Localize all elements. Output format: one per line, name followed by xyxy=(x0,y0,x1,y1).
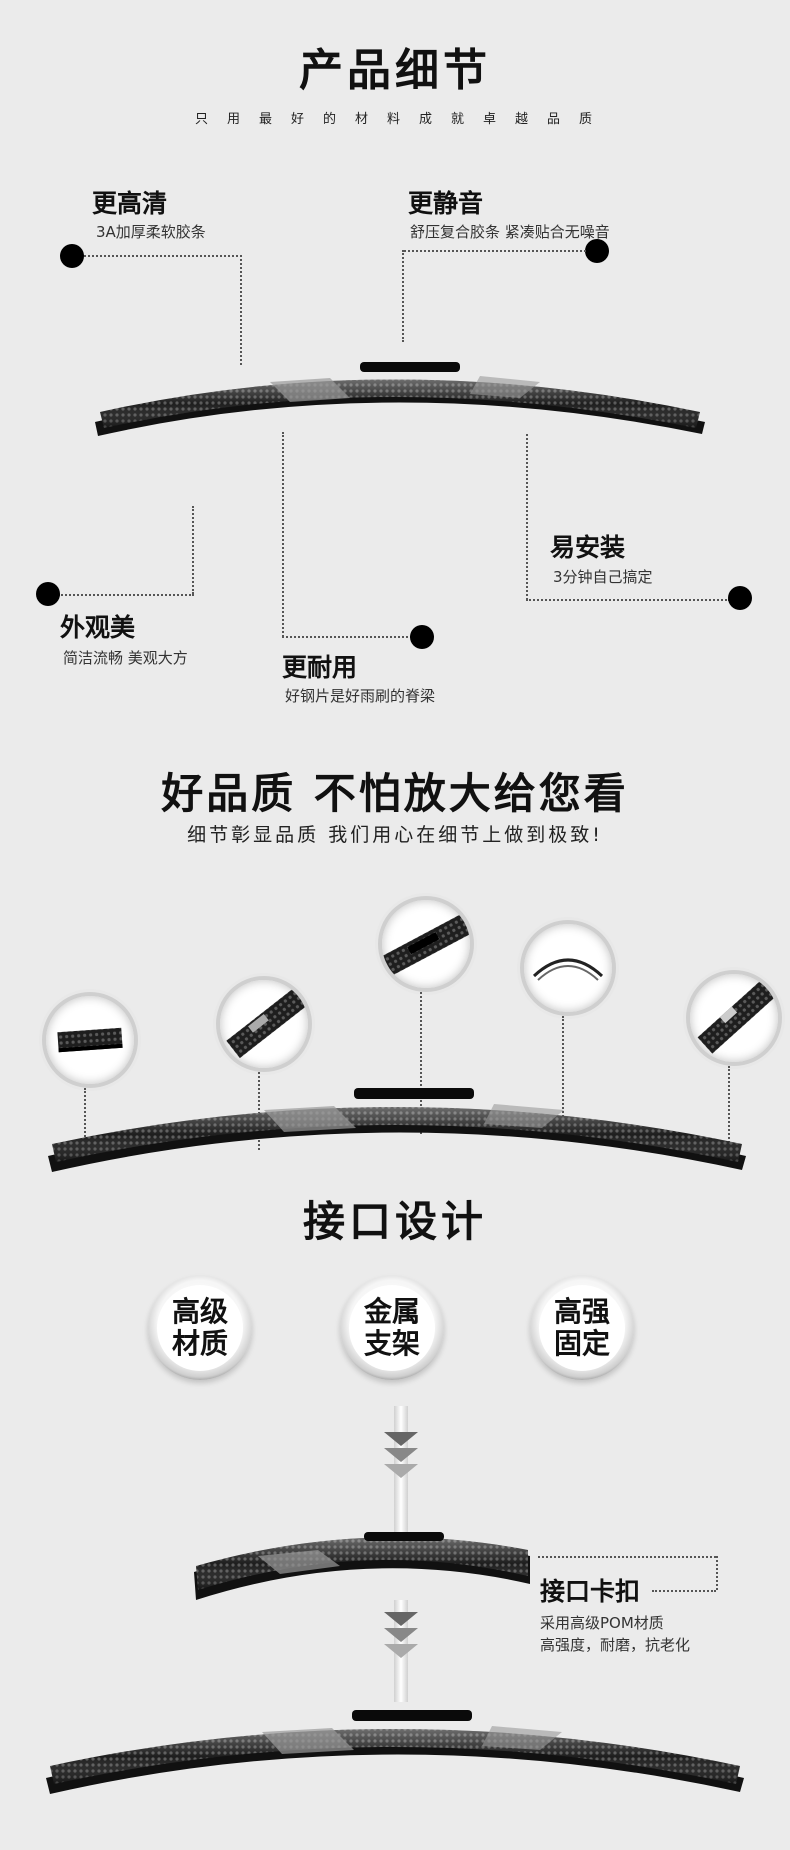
leader-line xyxy=(258,1072,260,1150)
feature-looks-desc: 简洁流畅 美观大方 xyxy=(63,649,188,667)
leader-line xyxy=(192,506,194,594)
zoom-circle-blade-tip xyxy=(686,970,782,1066)
bullet-dot-icon xyxy=(728,586,752,610)
leader-line xyxy=(526,434,528,600)
leader-line xyxy=(538,1556,716,1558)
section3-title: 接口设计 xyxy=(302,1197,487,1246)
callout-desc-1: 采用高级POM材质 xyxy=(540,1614,664,1632)
leader-line xyxy=(240,255,242,365)
section1-title: 产品细节 xyxy=(299,45,491,96)
bullet-dot-icon xyxy=(585,239,609,263)
badge-line: 固定 xyxy=(553,1327,610,1360)
bullet-dot-icon xyxy=(410,625,434,649)
leader-line xyxy=(84,255,242,257)
feature-install-desc: 3分钟自己搞定 xyxy=(553,568,653,586)
section1-subtitle: 只用最好的材料成就卓越品质 xyxy=(195,112,612,127)
leader-line xyxy=(402,250,404,342)
callout-desc-2: 高强度，耐磨，抗老化 xyxy=(540,1636,691,1654)
wiper-blade-image xyxy=(48,1088,746,1172)
badge-line: 高级 xyxy=(171,1295,228,1328)
leader-line xyxy=(652,1590,716,1592)
leader-line xyxy=(404,250,586,252)
feature-quiet-desc: 舒压复合胶条 紧凑贴合无噪音 xyxy=(410,223,610,241)
leader-line xyxy=(84,1088,86,1144)
zoom-circle-connector xyxy=(378,896,474,992)
leader-line xyxy=(562,1016,564,1140)
badge-line: 金属 xyxy=(363,1295,420,1328)
zoom-circle-steel-strip xyxy=(520,920,616,1016)
badge-metal-bracket: 金属支架 xyxy=(340,1276,444,1380)
badge-strong-fix: 高强固定 xyxy=(530,1276,634,1380)
bullet-dot-icon xyxy=(60,244,84,268)
badge-material: 高级材质 xyxy=(148,1276,252,1380)
leader-line xyxy=(282,432,284,637)
section2-title: 好品质 不怕放大给您看 xyxy=(161,769,629,818)
zoom-circle-spoiler xyxy=(216,976,312,1072)
badge-line: 支架 xyxy=(363,1327,420,1360)
wiper-blade-image xyxy=(46,1710,744,1794)
wiper-blade-connector-image xyxy=(194,1532,530,1600)
down-arrow-icon xyxy=(384,1612,418,1658)
leader-line xyxy=(58,594,194,596)
feature-looks-title: 外观美 xyxy=(60,613,136,642)
wiper-blade-image xyxy=(95,362,705,436)
leader-line xyxy=(526,599,730,601)
callout-title: 接口卡扣 xyxy=(540,1577,641,1606)
feature-quiet-title: 更静音 xyxy=(408,189,484,218)
section2-subtitle: 细节彰显品质 我们用心在细节上做到极致! xyxy=(187,824,603,846)
leader-line xyxy=(728,1066,730,1154)
feature-durable-desc: 好钢片是好雨刷的脊梁 xyxy=(285,687,436,705)
badge-line: 高强 xyxy=(553,1295,610,1328)
leader-line xyxy=(420,992,422,1134)
leader-line xyxy=(282,636,412,638)
down-arrow-icon xyxy=(384,1432,418,1478)
bullet-dot-icon xyxy=(36,582,60,606)
feature-clear-desc: 3A加厚柔软胶条 xyxy=(96,223,206,241)
zoom-circle-end-cap xyxy=(42,992,138,1088)
feature-durable-title: 更耐用 xyxy=(282,653,358,682)
feature-install-title: 易安装 xyxy=(550,533,626,562)
feature-clear-title: 更高清 xyxy=(92,189,168,218)
badge-line: 材质 xyxy=(171,1327,228,1360)
leader-line xyxy=(716,1556,718,1590)
